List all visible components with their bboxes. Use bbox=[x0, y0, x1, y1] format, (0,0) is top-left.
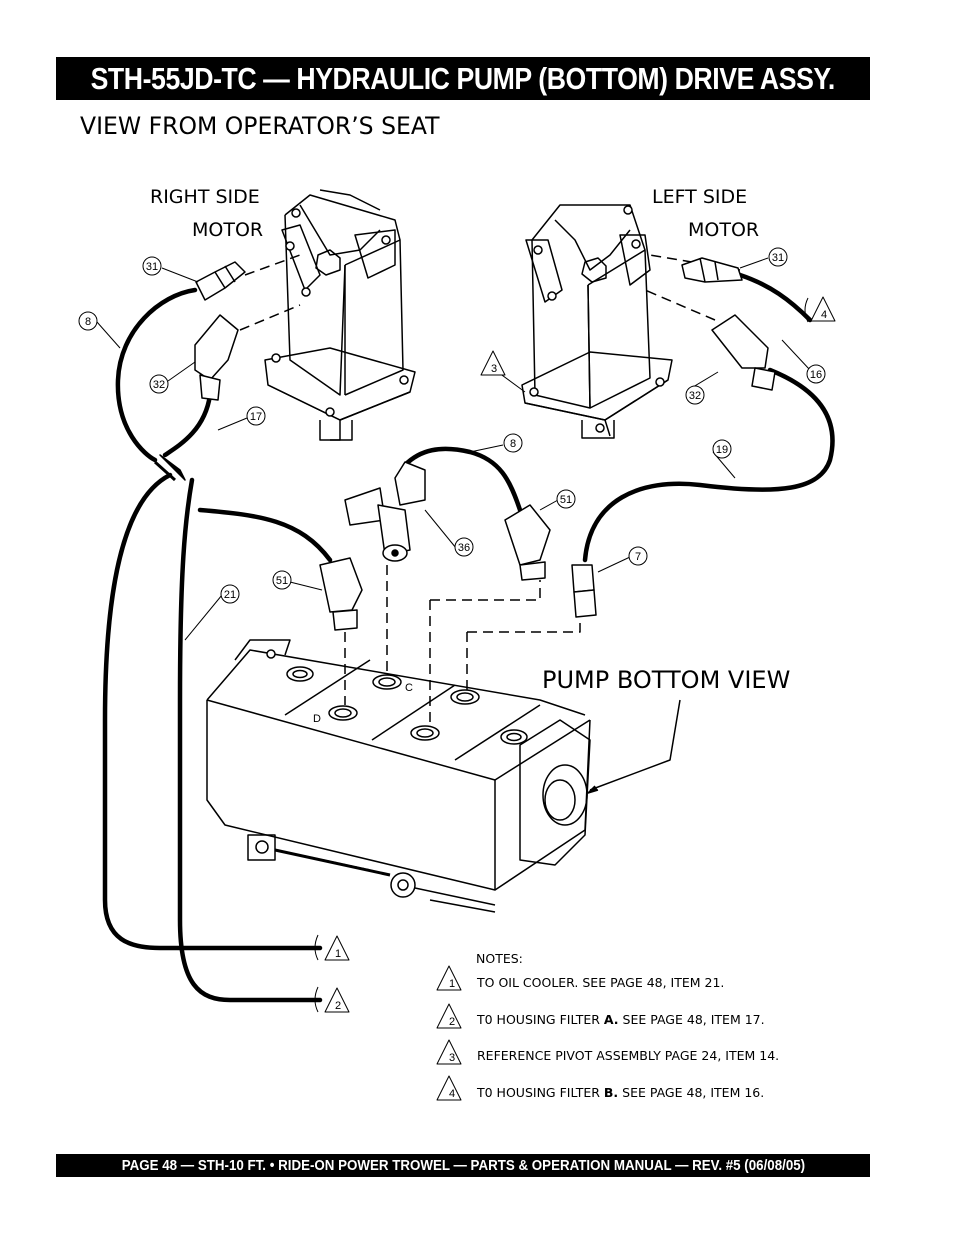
note-marker-number: 3 bbox=[449, 1052, 455, 1064]
hoses bbox=[102, 272, 835, 1003]
note-marker-number: 1 bbox=[449, 978, 455, 990]
label-right-side: RIGHT SIDE bbox=[150, 186, 260, 208]
callout-numbers: 31 8 32 17 31 16 32 8 51 19 36 7 51 21 1… bbox=[85, 252, 827, 1100]
notes-heading: NOTES: bbox=[476, 951, 523, 966]
callout-circle bbox=[685, 385, 705, 405]
callout-circle bbox=[142, 256, 162, 276]
callout-number: 19 bbox=[716, 444, 728, 456]
fittings bbox=[194, 257, 776, 631]
callout-number: 51 bbox=[276, 575, 288, 587]
triangle-markers bbox=[314, 296, 836, 1101]
callout-circles bbox=[78, 247, 826, 604]
view-label: VIEW FROM OPERATOR’S SEAT bbox=[80, 112, 440, 140]
triangle-marker-2 bbox=[324, 987, 350, 1013]
label-right-motor: MOTOR bbox=[192, 219, 263, 241]
callout-circle bbox=[78, 311, 98, 331]
callout-number: 31 bbox=[772, 252, 784, 264]
marker-number: 2 bbox=[335, 1000, 341, 1012]
callout-circle bbox=[628, 546, 648, 566]
right-side-motor bbox=[264, 189, 416, 441]
callout-number: 8 bbox=[85, 316, 91, 328]
left-side-motor bbox=[521, 204, 673, 439]
callout-number: 17 bbox=[250, 411, 262, 423]
port-d-label: D bbox=[313, 713, 321, 725]
callout-number: 8 bbox=[510, 438, 516, 450]
callout-circle bbox=[712, 439, 732, 459]
callout-circle bbox=[149, 374, 169, 394]
page-title-bar: STH-55JD-TC — HYDRAULIC PUMP (BOTTOM) DR… bbox=[56, 57, 870, 100]
callout-number: 51 bbox=[560, 494, 572, 506]
pump-body bbox=[206, 639, 591, 913]
callout-circle bbox=[272, 570, 292, 590]
dashed-guides bbox=[239, 254, 741, 725]
marker-number: 4 bbox=[821, 309, 827, 321]
label-pump-bottom-view: PUMP BOTTOM VIEW bbox=[542, 666, 790, 694]
marker-number: 3 bbox=[491, 363, 497, 375]
page-footer-bar: PAGE 48 — STH-10 FT. • RIDE-ON POWER TRO… bbox=[56, 1154, 870, 1177]
callout-number: 32 bbox=[689, 390, 701, 402]
label-left-side: LEFT SIDE bbox=[652, 186, 747, 208]
callout-circle bbox=[220, 584, 240, 604]
callout-circle bbox=[556, 489, 576, 509]
note-item-1: TO OIL COOLER. SEE PAGE 48, ITEM 21. bbox=[477, 975, 725, 990]
callout-leaders bbox=[96, 257, 811, 641]
callout-number: 31 bbox=[146, 261, 158, 273]
triangle-marker-1 bbox=[324, 935, 350, 961]
page-title: STH-55JD-TC — HYDRAULIC PUMP (BOTTOM) DR… bbox=[90, 60, 836, 96]
note-item-3: REFERENCE PIVOT ASSEMBLY PAGE 24, ITEM 1… bbox=[477, 1048, 780, 1063]
page-footer: PAGE 48 — STH-10 FT. • RIDE-ON POWER TRO… bbox=[121, 1157, 805, 1174]
callout-circle bbox=[454, 537, 474, 557]
note-item-2: T0 HOUSING FILTER A. SEE PAGE 48, ITEM 1… bbox=[477, 1012, 765, 1027]
note-marker-number: 4 bbox=[449, 1088, 455, 1100]
note-item-4: T0 HOUSING FILTER B. SEE PAGE 48, ITEM 1… bbox=[477, 1085, 765, 1100]
callout-number: 16 bbox=[810, 369, 822, 381]
callout-circle bbox=[768, 247, 788, 267]
callout-circle bbox=[246, 406, 266, 426]
triangle-marker-4 bbox=[810, 296, 836, 322]
marker-number: 1 bbox=[335, 948, 341, 960]
callout-number: 32 bbox=[153, 379, 165, 391]
port-c-label: C bbox=[405, 682, 413, 694]
callout-number: 7 bbox=[635, 551, 641, 563]
note-marker-number: 2 bbox=[449, 1016, 455, 1028]
callout-number: 36 bbox=[458, 542, 470, 554]
label-left-motor: MOTOR bbox=[688, 219, 759, 241]
callout-number: 21 bbox=[224, 589, 236, 601]
triangle-marker-3 bbox=[480, 350, 506, 376]
callout-circle bbox=[503, 433, 523, 453]
callout-circle bbox=[806, 364, 826, 384]
